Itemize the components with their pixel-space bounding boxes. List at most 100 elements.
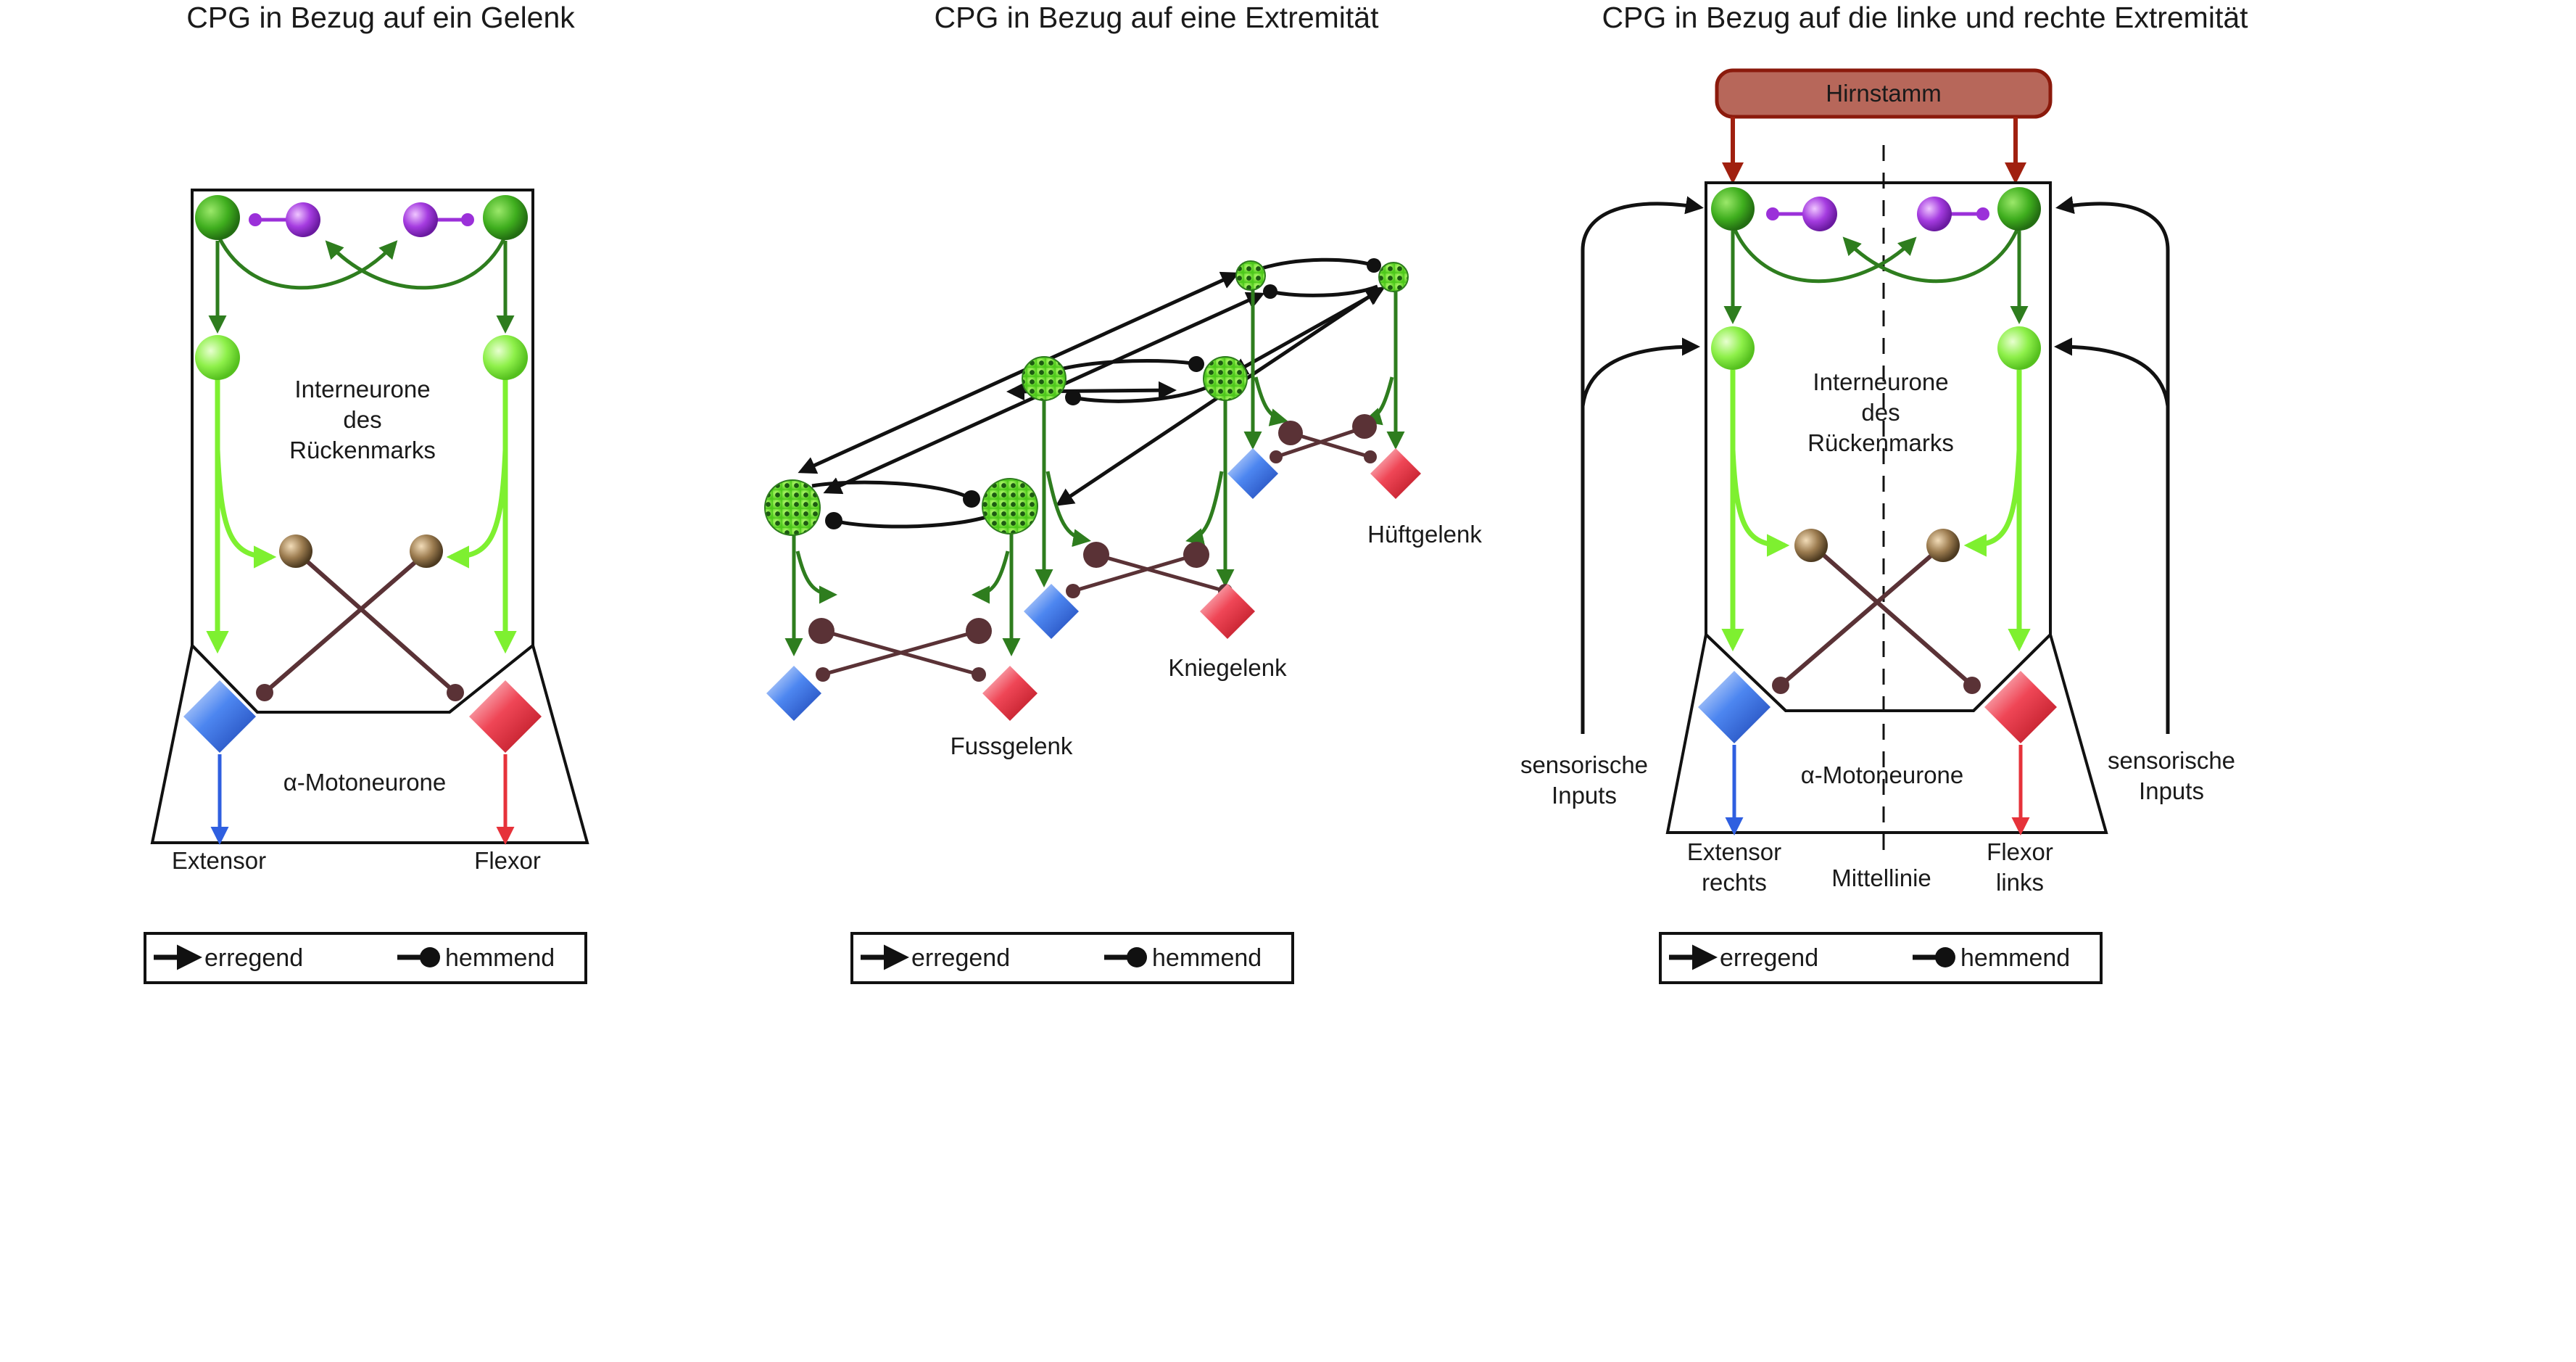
inhibitory-loop-knee-top — [1056, 358, 1197, 372]
inhibitory-terminal — [972, 667, 986, 682]
interneuron-right — [1997, 326, 2041, 370]
interneurons-label-line1: Interneurone — [294, 376, 430, 403]
motoneurons-label: α-Motoneurone — [1801, 762, 1964, 788]
legend-inhibitory-label: hemmend — [1960, 944, 2070, 972]
excitatory-arrow-to-inhibitory-right — [1963, 449, 2022, 557]
inhibitory-terminal — [1364, 450, 1377, 463]
ankle-module — [764, 478, 1038, 721]
knee-cpg-neuron-right — [1203, 356, 1248, 401]
excitatory-arrow-to-inhibitory-left — [215, 449, 277, 569]
inhibitory-terminal — [1772, 677, 1789, 694]
inhibitory-terminal — [1263, 284, 1277, 299]
sensory-inputs-left-line2: Inputs — [1552, 782, 1617, 809]
knee-cpg-neuron-left — [1022, 356, 1067, 401]
cpg-neuron-left — [195, 195, 240, 240]
legend-inhibitory-label: hemmend — [445, 944, 555, 972]
hip-cpg-neuron-left — [1235, 260, 1266, 291]
excitatory-arrow-knee-inh — [1045, 471, 1091, 548]
inhibitory-terminal — [1367, 258, 1381, 273]
purple-terminal — [461, 213, 474, 226]
inhibitory-loop-knee-bottom — [1072, 382, 1216, 403]
interneuron-right — [483, 335, 528, 380]
interneurons-label-line3: Rückenmarks — [1807, 429, 1954, 456]
inhibitory-terminal — [1065, 389, 1081, 405]
inhibitory-cross-line-left — [296, 550, 457, 695]
inhibitory-cross-line — [822, 629, 980, 677]
sensory-inputs-right-line1: sensorische — [2108, 747, 2235, 774]
legend-box — [850, 932, 1294, 984]
excitatory-arrow-ankle-inh — [972, 550, 1010, 604]
interneuron-left — [195, 335, 240, 380]
legend-panel-1: erregend hemmend — [144, 932, 587, 984]
inhibitory-cross-line-left — [1811, 543, 1974, 688]
panel-one-limb: CPG in Bezug auf eine Extremität — [764, 1, 1482, 984]
excitatory-cross-arrow-left — [1731, 224, 1917, 284]
panel-1-title: CPG in Bezug auf ein Gelenk — [186, 1, 575, 34]
inhibitory-legend-dot — [420, 947, 440, 967]
interneurons-label-line3: Rückenmarks — [289, 437, 436, 463]
excitatory-arrow-to-inhibitory-right — [446, 449, 508, 569]
cpg-neuron-right — [483, 195, 528, 240]
excitatory-arrow-to-inhibitory-left — [1730, 449, 1790, 557]
inhibitory-terminal — [1188, 356, 1204, 372]
purple-neuron-left — [1802, 197, 1837, 231]
extensor-right-motoneuron — [1698, 671, 1771, 743]
panel-left-right-limbs: CPG in Bezug auf die linke und rechte Ex… — [1520, 1, 2248, 984]
sensory-arrow-right-upper — [2055, 196, 2170, 734]
interneuron-left — [1711, 326, 1755, 370]
inhibitory-terminal — [1270, 450, 1283, 463]
excitatory-cross-arrow-right — [1842, 224, 2021, 284]
excitatory-arrow-long-upper — [798, 271, 1240, 474]
legend-box — [1659, 932, 2103, 984]
purple-neuron-left — [286, 202, 320, 237]
ankle-extensor-motoneuron — [766, 666, 821, 721]
inhibitory-terminal — [256, 684, 273, 701]
hip-flexor-motoneuron — [1370, 448, 1421, 499]
ankle-cpg-neuron-right — [982, 478, 1038, 535]
legend-panel-3: erregend hemmend — [1659, 932, 2103, 984]
inhibitory-interneuron-right — [1926, 529, 1960, 562]
knee-flexor-motoneuron — [1200, 584, 1255, 639]
ankle-cpg-neuron-left — [764, 479, 821, 536]
legend-panel-2: erregend hemmend — [850, 932, 1294, 984]
excitatory-arrow-knee-inh — [1185, 471, 1224, 546]
inhibitory-loop-hip-top — [1261, 257, 1375, 271]
extensor-label-line2: rechts — [1702, 869, 1767, 896]
flexor-label-line1: Flexor — [1987, 838, 2053, 865]
inhibitory-legend-dot — [1935, 947, 1955, 967]
inhibitory-terminal — [825, 512, 842, 529]
inhibitory-interneuron — [1278, 421, 1303, 445]
sensory-inputs-right-line2: Inputs — [2139, 777, 2204, 804]
inhibitory-cross-line-right — [263, 550, 428, 695]
excitatory-arrow-hip-inh — [1363, 376, 1394, 426]
inhibitory-terminal — [816, 667, 830, 682]
ankle-flexor-motoneuron — [982, 666, 1038, 721]
inhibitory-cross-line — [1290, 431, 1371, 459]
panel-2-title: CPG in Bezug auf eine Extremität — [934, 1, 1379, 34]
purple-neuron-right — [403, 202, 438, 237]
brainstem-box — [1715, 68, 2053, 119]
motoneuron-pool-outline — [1665, 632, 2108, 834]
cpg-neuron-right — [1997, 187, 2041, 231]
excitatory-cross-arrow-left — [214, 230, 398, 290]
excitatory-arrow-ankle-inh — [795, 550, 837, 604]
ankle-label: Fussgelenk — [951, 732, 1073, 759]
hip-module — [1227, 260, 1421, 499]
flexor-label: Flexor — [474, 847, 541, 874]
interneurons-label-line1: Interneurone — [1813, 368, 1948, 395]
inhibitory-cross-line — [1096, 553, 1226, 593]
legend-inhibitory-label: hemmend — [1152, 944, 1262, 972]
legend-excitatory-label: erregend — [911, 944, 1010, 972]
cpg-neuron-left — [1711, 187, 1755, 231]
inhibitory-interneuron — [966, 618, 992, 644]
flexor-left-motoneuron — [1984, 671, 2057, 743]
inhibitory-interneuron-left — [1794, 529, 1828, 562]
inhibitory-loop-ankle-top — [811, 480, 973, 501]
inhibitory-terminal — [963, 490, 980, 508]
hip-cpg-neuron-right — [1378, 262, 1409, 292]
inhibitory-loop-hip-bottom — [1270, 284, 1378, 297]
excitatory-cross-arrow-right — [325, 230, 510, 290]
extensor-label: Extensor — [172, 847, 266, 874]
extensor-label-line1: Extensor — [1687, 838, 1781, 865]
